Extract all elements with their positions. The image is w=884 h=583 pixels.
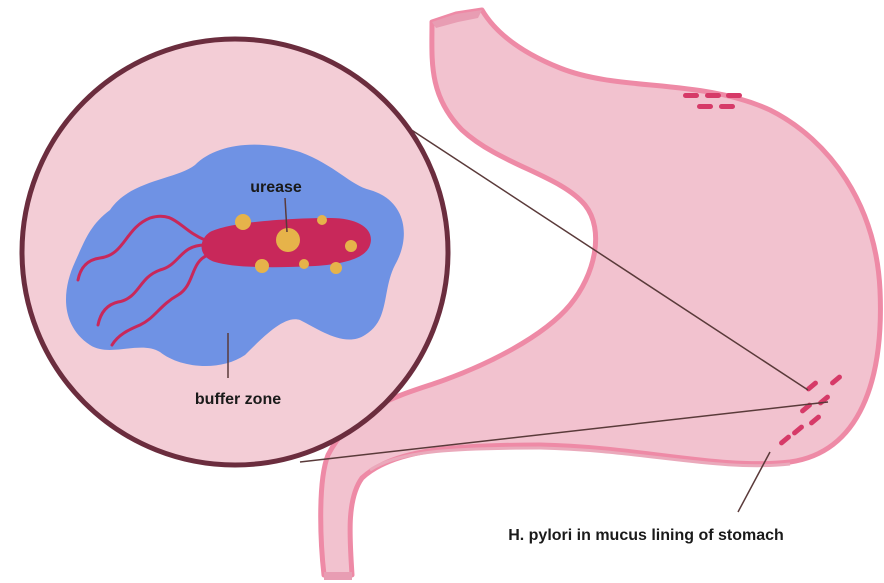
buffer-zone-label: buffer zone bbox=[195, 391, 281, 408]
caption-label: H. pylori in mucus lining of stomach bbox=[508, 527, 784, 544]
duodenum-opening bbox=[324, 572, 352, 580]
magnifier: urease buffer zone bbox=[22, 39, 448, 465]
urease-label: urease bbox=[250, 179, 302, 196]
